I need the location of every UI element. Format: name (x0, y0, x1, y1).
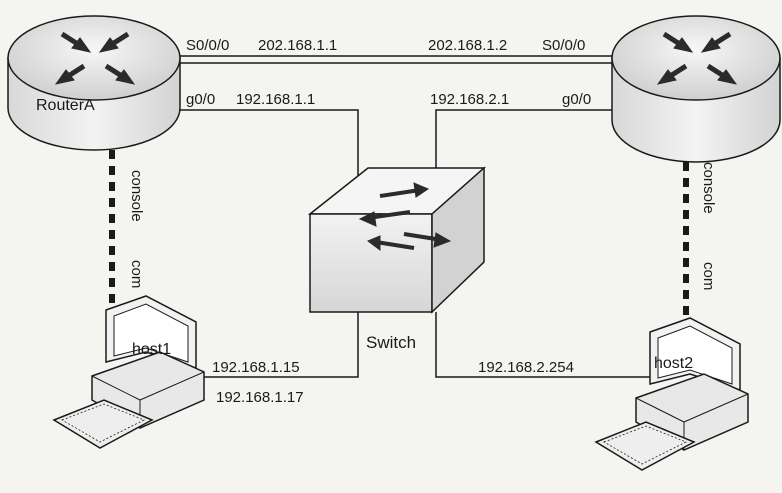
router-a-lan-port: g0/0 (186, 91, 215, 108)
router-a-lan-ip: 192.168.1.1 (236, 91, 315, 108)
switch-arrows-icon (358, 182, 452, 251)
console-a-label: console (128, 170, 145, 222)
host1-ip-b: 192.168.1.17 (216, 389, 304, 406)
com-b-label: com (700, 262, 717, 290)
router-a-lan-link (180, 109, 359, 180)
host1-lan-link (200, 312, 359, 378)
host2: host2 (594, 317, 749, 471)
router-b-lan-port: g0/0 (562, 91, 591, 108)
serial-link (178, 55, 612, 64)
host2-ip: 192.168.2.254 (478, 359, 574, 376)
host2-lan-link (435, 312, 655, 378)
router-a-serial-port: S0/0/0 (186, 37, 229, 54)
router-arrows-icon (656, 31, 738, 85)
router-b-serial-port: S0/0/0 (542, 37, 585, 54)
host1-label: host1 (132, 341, 171, 358)
router-b-lan-link (435, 109, 612, 190)
router-b (611, 15, 781, 163)
host1-ip-a: 192.168.1.15 (212, 359, 300, 376)
switch: Switch (307, 166, 486, 352)
router-a-serial-ip: 202.168.1.1 (258, 37, 337, 54)
router-arrows-icon (54, 31, 136, 85)
switch-label: Switch (366, 333, 416, 352)
host1: host1 (52, 295, 205, 449)
router-b-serial-ip: 202.168.1.2 (428, 37, 507, 54)
host2-label: host2 (654, 355, 693, 372)
router-a: RouterA (7, 15, 181, 151)
com-a-label: com (128, 260, 145, 288)
router-b-lan-ip: 192.168.2.1 (430, 91, 509, 108)
router-a-label: RouterA (36, 97, 95, 114)
console-b-label: console (700, 162, 717, 214)
